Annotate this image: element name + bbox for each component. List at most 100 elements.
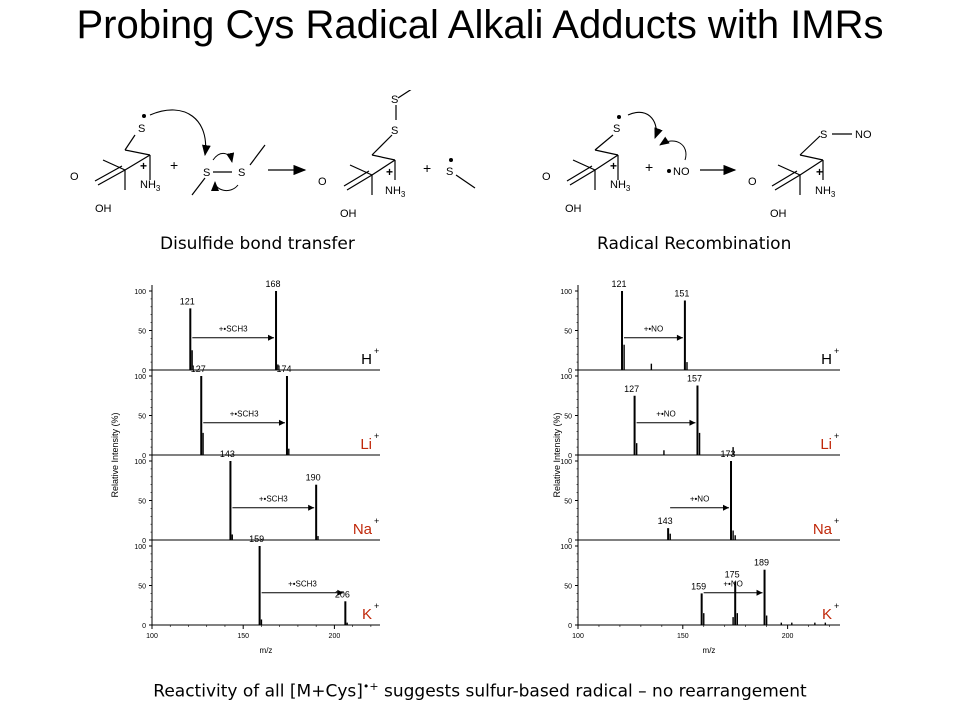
plus-charge-prod1: +: [386, 165, 393, 179]
plus-sign: +: [170, 157, 178, 173]
y-tick-label: 100: [134, 289, 146, 296]
atom-nh3-prod2: NH3: [815, 185, 836, 199]
ion-charge: +: [834, 431, 839, 441]
radical-dot: [142, 114, 146, 118]
y-tick-label: 0: [568, 538, 572, 545]
ion-charge: +: [834, 346, 839, 356]
ion-charge: +: [834, 601, 839, 611]
y-axis-label: Relative Intensity (%): [552, 412, 562, 497]
atom-oh-prod1: OH: [340, 208, 357, 220]
ion-label: Li: [820, 436, 832, 453]
peak-label: 190: [306, 473, 321, 483]
y-tick-label: 100: [560, 289, 572, 296]
ion-label: H: [361, 351, 372, 368]
peak-label: 189: [754, 558, 769, 568]
y-tick-label: 50: [138, 584, 146, 591]
dimethyl-disulfide: [191, 144, 266, 196]
atom-s-prod1b: S: [391, 94, 398, 106]
y-tick-label: 100: [560, 459, 572, 466]
y-tick-label: 50: [564, 414, 572, 421]
ion-charge: +: [374, 601, 379, 611]
x-tick-label: 100: [572, 633, 584, 640]
plus-charge-right1: +: [610, 159, 617, 173]
atom-o-prod1: O: [318, 176, 327, 188]
ion-label: H: [821, 351, 832, 368]
atom-no-reactant: NO: [673, 166, 690, 178]
cys-radical-structure-right: [566, 134, 619, 190]
atom-o-left1: O: [70, 171, 79, 183]
peak-label: 121: [612, 279, 627, 289]
cys-disulfide-product: [343, 90, 412, 195]
transfer-arrowhead: [689, 419, 696, 426]
conclusion-after: suggests sulfur-based radical – no rearr…: [378, 681, 807, 702]
plus-sign-prod: +: [423, 160, 431, 176]
atom-oh-left1: OH: [95, 203, 112, 215]
atom-no-prod2: NO: [855, 129, 872, 141]
atom-oh-prod2: OH: [770, 208, 787, 220]
atom-s-prod1a: S: [391, 125, 398, 137]
transfer-arrowhead: [268, 334, 275, 341]
atom-oh-right1: OH: [565, 203, 582, 215]
ion-label: Li: [360, 436, 372, 453]
y-tick-label: 50: [564, 499, 572, 506]
y-tick-label: 0: [568, 368, 572, 375]
peak-label: 151: [674, 288, 689, 298]
atom-nh3-prod1: NH3: [385, 185, 406, 199]
peak-label: 206: [335, 589, 350, 599]
y-tick-label: 50: [138, 414, 146, 421]
transfer-label: +•SCH3: [288, 580, 317, 589]
peak-label: 175: [725, 570, 740, 580]
peak-label: 143: [658, 516, 673, 526]
peak-label: 159: [249, 534, 264, 544]
conclusion-sup: •+: [362, 680, 379, 693]
y-tick-label: 100: [134, 544, 146, 551]
y-tick-label: 100: [134, 374, 146, 381]
ion-charge: +: [374, 346, 379, 356]
caption-recombination: Radical Recombination: [597, 234, 792, 254]
peak-label: 121: [180, 296, 195, 306]
y-tick-label: 100: [560, 374, 572, 381]
atom-o-right1: O: [542, 171, 551, 183]
atom-o-prod2: O: [748, 176, 757, 188]
ion-charge: +: [374, 516, 379, 526]
peak-label: 157: [687, 373, 702, 383]
y-tick-label: 100: [134, 459, 146, 466]
x-axis-label: m/z: [260, 646, 273, 655]
cys-radical-structure: [94, 134, 151, 190]
y-tick-label: 50: [138, 499, 146, 506]
y-tick-label: 50: [564, 329, 572, 336]
caption-disulfide: Disulfide bond transfer: [160, 234, 355, 254]
mass-spectra-figure: Relative Intensity (%)050100121168+•SCH3…: [110, 279, 840, 655]
transfer-arrowhead: [756, 589, 763, 596]
transfer-label: +•NO: [690, 495, 709, 504]
reaction-schemes: O OH NH3 + S + S S O OH NH3 + S S + S: [70, 90, 872, 220]
transfer-label: +•NO: [723, 580, 742, 589]
slide-title: Probing Cys Radical Alkali Adducts with …: [76, 3, 884, 47]
y-tick-label: 0: [142, 368, 146, 375]
transfer-label: +•NO: [644, 325, 663, 334]
y-tick-label: 0: [142, 538, 146, 545]
atom-nh3-left1: NH3: [140, 179, 161, 193]
conclusion-text: Reactivity of all [M+Cys]•+ suggests sul…: [0, 680, 960, 702]
x-tick-label: 200: [782, 633, 794, 640]
peak-label: 127: [624, 384, 639, 394]
peak-label: 173: [720, 449, 735, 459]
plus-charge: +: [140, 159, 147, 173]
conclusion-before: Reactivity of all [M+Cys]: [153, 681, 363, 702]
x-axis-label: m/z: [703, 646, 716, 655]
x-tick-label: 150: [237, 633, 249, 640]
y-axis-label: Relative Intensity (%): [110, 412, 120, 497]
y-tick-label: 100: [560, 544, 572, 551]
atom-s-methylthiyl: S: [446, 166, 453, 178]
plus-charge-prod2: +: [816, 165, 823, 179]
ion-label: K: [822, 606, 832, 623]
ion-charge: +: [834, 516, 839, 526]
atom-s-prod2: S: [820, 129, 827, 141]
atom-nh3-right1: NH3: [610, 179, 631, 193]
atom-s-radical: S: [138, 123, 145, 135]
atom-s-dms1: S: [203, 167, 210, 179]
transfer-arrowhead: [337, 589, 344, 596]
ion-label: K: [362, 606, 372, 623]
atom-s-dms2: S: [238, 167, 245, 179]
curved-arrow: [149, 109, 211, 157]
